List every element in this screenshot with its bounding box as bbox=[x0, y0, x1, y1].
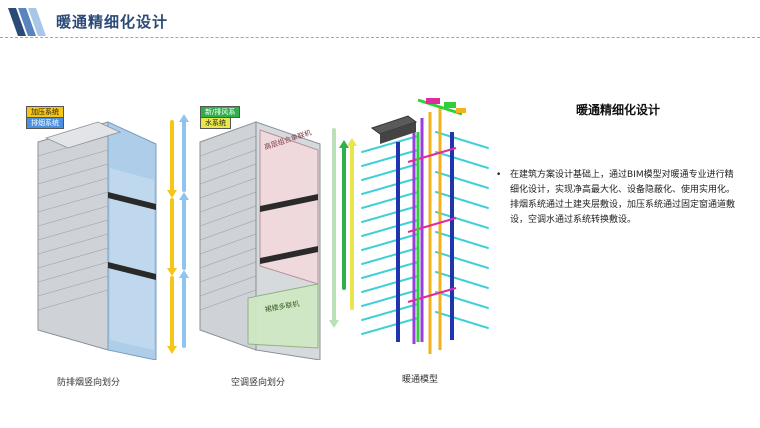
description-bullet: • 在建筑方案设计基础上，通过BIM模型对暖通专业进行精细化设计，实现净高最大化… bbox=[496, 168, 740, 228]
smoke-zoning-building-image bbox=[37, 114, 189, 360]
brand-logo-icon bbox=[8, 8, 46, 36]
bullet-marker: • bbox=[496, 170, 502, 180]
legend-exhaust: 排烟系统 bbox=[26, 117, 64, 129]
section-title: 暖通精细化设计 bbox=[576, 103, 661, 117]
hvac-bim-model-image bbox=[361, 98, 489, 354]
header-divider bbox=[0, 37, 760, 38]
description-text: 在建筑方案设计基础上，通过BIM模型对暖通专业进行精细化设计，实现净高最大化、设… bbox=[510, 170, 736, 225]
page-title: 暖通精细化设计 bbox=[56, 13, 169, 31]
ac-zoning-building-image bbox=[199, 121, 357, 360]
caption-ac-zoning: 空调竖向划分 bbox=[231, 378, 286, 388]
caption-hvac-model: 暖通模型 bbox=[402, 375, 439, 385]
legend-water: 水系统 bbox=[200, 117, 231, 129]
caption-smoke-zoning: 防排烟竖向划分 bbox=[57, 378, 121, 388]
